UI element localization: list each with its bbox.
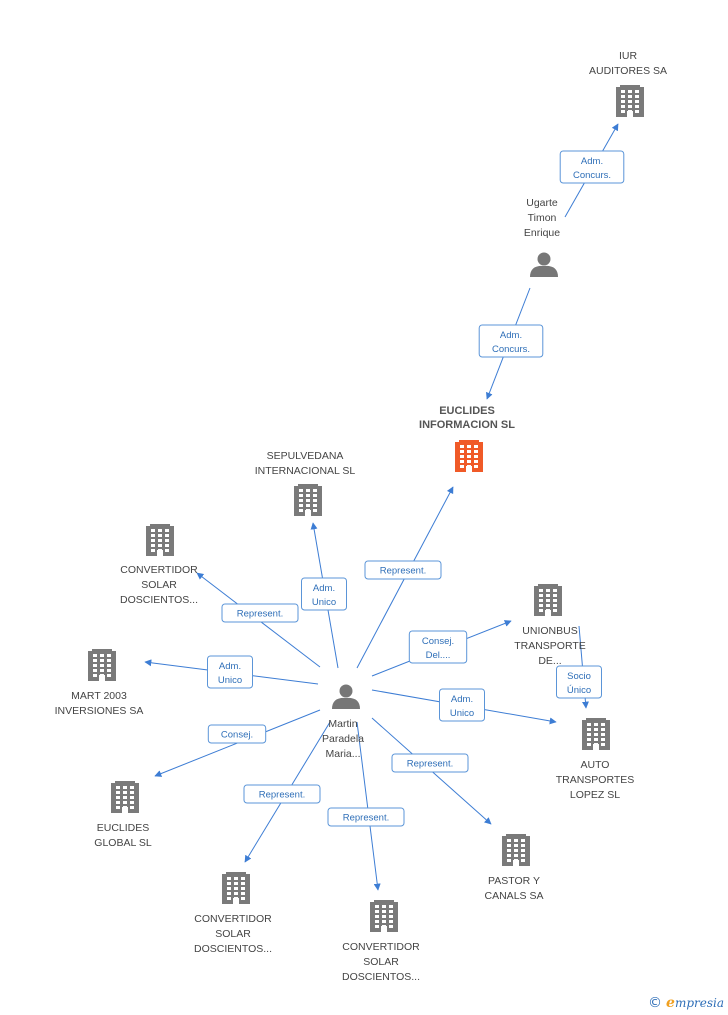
edge-label: Adm.Unico — [439, 688, 485, 722]
building-icon — [582, 718, 610, 750]
edge-label: Consej.Del.... — [408, 630, 468, 664]
building-icon — [455, 440, 483, 472]
svg-text:Adm.Unico: Adm.Unico — [218, 661, 242, 686]
svg-text:Represent.: Represent. — [380, 566, 426, 577]
edge-label: Consej. — [207, 724, 267, 744]
building-icon — [534, 584, 562, 616]
building-icon — [111, 781, 139, 813]
svg-text:Adm.Unico: Adm.Unico — [312, 583, 336, 608]
brand-logo[interactable]: empresia — [666, 995, 724, 1011]
building-icon — [88, 649, 116, 681]
building-icon — [294, 484, 322, 516]
edge-label: Adm.Concurs. — [478, 324, 544, 358]
building-icon — [146, 524, 174, 556]
person-icon — [530, 252, 558, 277]
building-icon — [616, 85, 644, 117]
svg-text:Adm.Unico: Adm.Unico — [450, 694, 474, 719]
edge-label: Represent. — [243, 784, 321, 804]
svg-text:Adm.Concurs.: Adm.Concurs. — [573, 156, 611, 181]
svg-text:Consej.Del....: Consej.Del.... — [422, 636, 454, 661]
copyright: © empresia — [648, 995, 724, 1011]
svg-text:Represent.: Represent. — [237, 609, 283, 620]
edge-label: Adm.Unico — [301, 577, 347, 611]
svg-text:Represent.: Represent. — [343, 813, 389, 824]
building-icon — [222, 872, 250, 904]
person-icon — [332, 684, 360, 709]
edge-label: Adm.Unico — [207, 655, 253, 689]
svg-text:Represent.: Represent. — [407, 759, 453, 770]
svg-text:Represent.: Represent. — [259, 790, 305, 801]
edge-label: Represent. — [327, 807, 405, 827]
edge-label: Represent. — [364, 560, 442, 580]
edge-label: Represent. — [391, 753, 469, 773]
svg-text:Consej.: Consej. — [221, 730, 253, 741]
edge-label: Represent. — [221, 603, 299, 623]
copyright-icon: © — [648, 995, 663, 1011]
building-icon — [370, 900, 398, 932]
edge-label: Adm.Concurs. — [559, 150, 625, 184]
svg-text:Adm.Concurs.: Adm.Concurs. — [492, 330, 530, 355]
building-icon — [502, 834, 530, 866]
edge-martin-conv3 — [356, 721, 381, 891]
